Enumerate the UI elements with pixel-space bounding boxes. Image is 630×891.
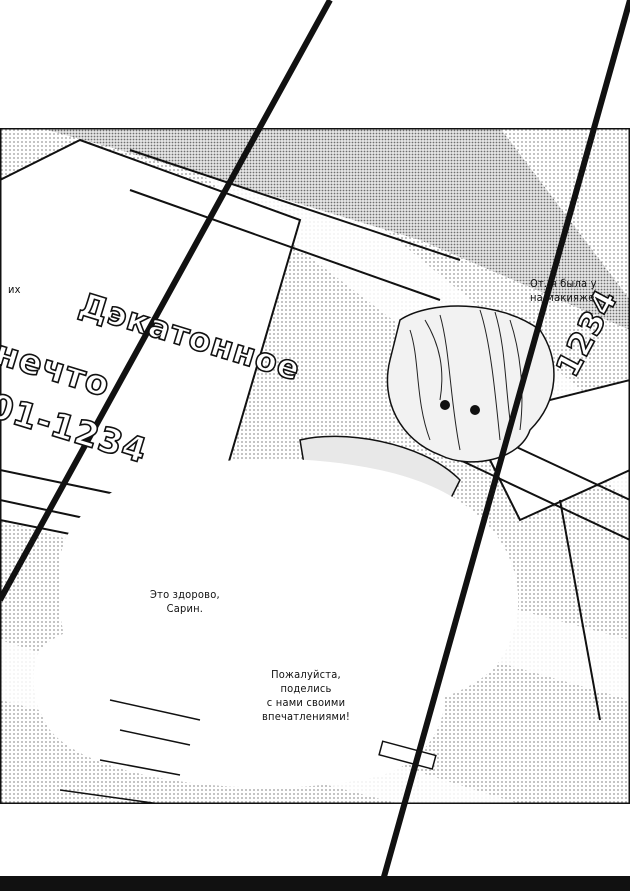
edge-bubble-right-line2: на макияже — [530, 291, 595, 304]
edge-bubble-left: их — [8, 283, 21, 297]
bottom-bubble-line4: впечатлениями! — [262, 710, 351, 723]
center-bubble-line2: Сарин. — [166, 602, 204, 615]
edge-bubble-right: От. я была у на макияже — [530, 277, 597, 305]
center-bubble-line1: Это здорово, — [150, 588, 220, 601]
edge-bubble-left-text: их — [8, 283, 21, 296]
bottom-bubble-line3: с нами своими — [266, 696, 346, 709]
bottom-bubble-line1: Пожалуйста, — [271, 668, 341, 681]
speech-bubble-bottom-text: Пожалуйста, поделись с нами своими впеча… — [262, 668, 350, 724]
bottom-bubble-line2: поделись — [280, 682, 332, 695]
edge-bubble-right-line1: От. я была у — [530, 277, 597, 290]
speech-bubble-center-text: Это здорово, Сарин. — [150, 588, 220, 616]
